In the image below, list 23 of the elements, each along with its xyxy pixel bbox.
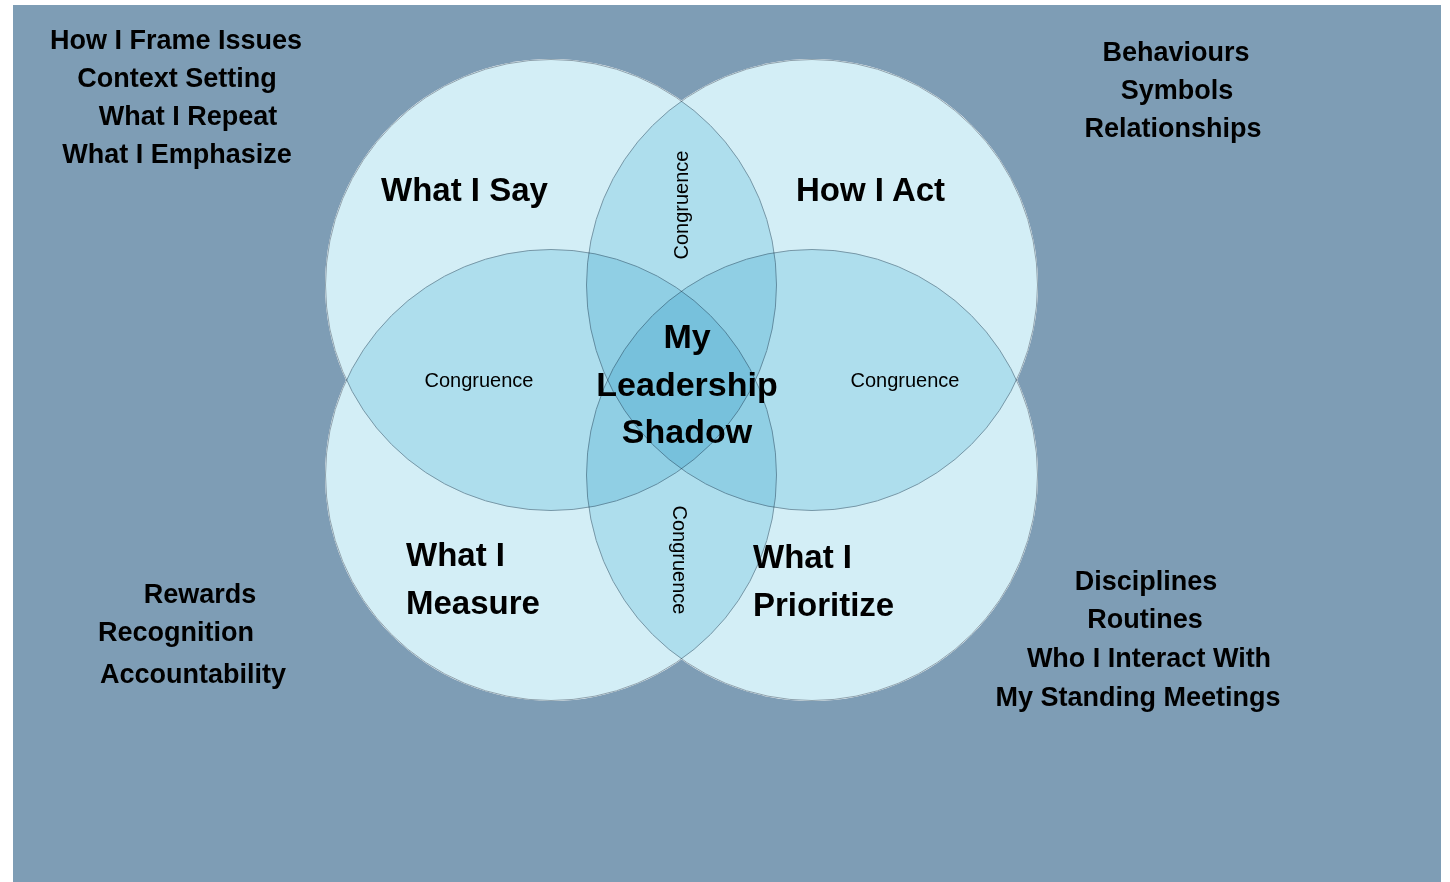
overlap-label: Congruence bbox=[667, 505, 691, 615]
list-item: Behaviours bbox=[1102, 36, 1250, 68]
list-item: How I Frame Issues bbox=[49, 24, 303, 56]
list-item: Relationships bbox=[1084, 112, 1262, 144]
list-item: Routines bbox=[1087, 603, 1203, 635]
list-item: Context Setting bbox=[77, 62, 277, 94]
circle-title: What I Prioritize bbox=[753, 537, 896, 625]
list-item: What I Repeat bbox=[98, 100, 278, 132]
list-item: Recognition bbox=[98, 616, 254, 648]
center-label: My Leadership Shadow bbox=[595, 315, 779, 452]
circle-title: How I Act bbox=[796, 170, 947, 210]
list-item: Symbols bbox=[1120, 74, 1234, 106]
overlap-label: Congruence bbox=[424, 368, 534, 392]
list-item: Who I Interact With bbox=[1026, 642, 1272, 674]
circle-title: What I Measure bbox=[406, 535, 541, 623]
list-item: Rewards bbox=[143, 578, 257, 610]
overlap-label: Congruence bbox=[850, 368, 960, 392]
overlap-label: Congruence bbox=[669, 150, 693, 260]
list-item: Accountability bbox=[100, 658, 286, 690]
list-item: Disciplines bbox=[1074, 565, 1218, 597]
circle-title: What I Say bbox=[381, 170, 549, 210]
list-item: My Standing Meetings bbox=[995, 681, 1281, 713]
list-item: What I Emphasize bbox=[62, 138, 292, 170]
